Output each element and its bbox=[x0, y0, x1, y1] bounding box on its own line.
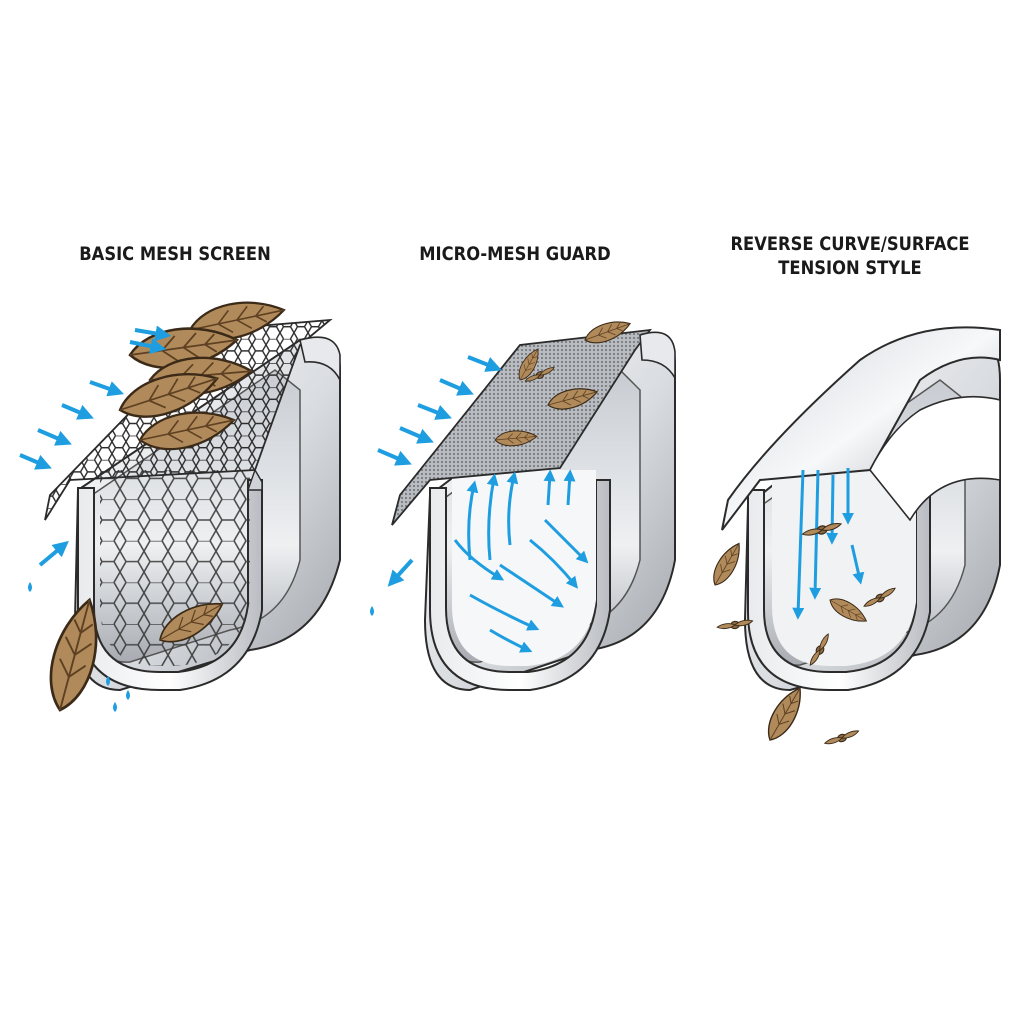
water-arrow-icon bbox=[563, 469, 576, 506]
maple-seed-icon bbox=[823, 727, 861, 749]
title-reverse-line-1: REVERSE CURVE/SURFACE bbox=[730, 233, 970, 255]
water-arrow-icon bbox=[486, 473, 499, 561]
water-arrow-icon bbox=[826, 474, 839, 545]
water-arrow-icon bbox=[506, 471, 519, 546]
title-micro-mesh-guard: MICRO-MESH GUARD bbox=[403, 242, 627, 266]
title-basic-mesh-screen: BASIC MESH SCREEN bbox=[63, 242, 287, 266]
title-micro-line-1: MICRO-MESH GUARD bbox=[419, 243, 611, 265]
water-arrow-icon bbox=[489, 628, 533, 653]
water-arrow-icon bbox=[499, 563, 564, 608]
water-arrow-icon bbox=[543, 469, 556, 506]
water-arrow-icon bbox=[377, 448, 412, 466]
title-basic-line-1: BASIC MESH SCREEN bbox=[79, 243, 271, 265]
leaf-icon bbox=[760, 682, 810, 746]
water-arrow-icon bbox=[417, 403, 452, 420]
water-arrow-icon bbox=[792, 469, 805, 620]
water-drop-icon bbox=[113, 702, 117, 712]
water-arrow-icon bbox=[439, 378, 474, 396]
water-arrow-icon bbox=[134, 325, 172, 342]
water-arrow-icon bbox=[543, 518, 589, 564]
title-reverse-curve: REVERSE CURVE/SURFACE TENSION STYLE bbox=[721, 232, 979, 280]
panel-basic-mesh bbox=[19, 292, 341, 717]
water-arrow-icon bbox=[399, 426, 434, 444]
title-reverse-line-2: TENSION STYLE bbox=[778, 257, 922, 279]
water-arrow-icon bbox=[850, 544, 865, 585]
water-drop-icon bbox=[370, 606, 374, 616]
water-arrow-icon bbox=[387, 558, 414, 587]
water-arrow-icon bbox=[466, 480, 479, 561]
water-arrow-icon bbox=[129, 338, 167, 354]
water-arrow-icon bbox=[467, 355, 502, 372]
water-drop-icon bbox=[126, 690, 130, 700]
water-arrow-icon bbox=[19, 453, 52, 470]
water-drop-icon bbox=[106, 676, 110, 686]
panel-micro-mesh bbox=[370, 315, 676, 692]
water-arrow-icon bbox=[453, 539, 505, 581]
water-arrow-icon bbox=[469, 593, 540, 631]
water-arrow-icon bbox=[38, 540, 69, 567]
water-arrow-icon bbox=[61, 403, 94, 420]
water-arrow-icon bbox=[529, 538, 578, 589]
panel-reverse-curve bbox=[707, 326, 1001, 749]
leaf-icon bbox=[707, 538, 747, 590]
water-arrow-icon bbox=[89, 380, 125, 397]
water-arrow-icon bbox=[37, 428, 72, 446]
water-drop-icon bbox=[28, 582, 32, 592]
